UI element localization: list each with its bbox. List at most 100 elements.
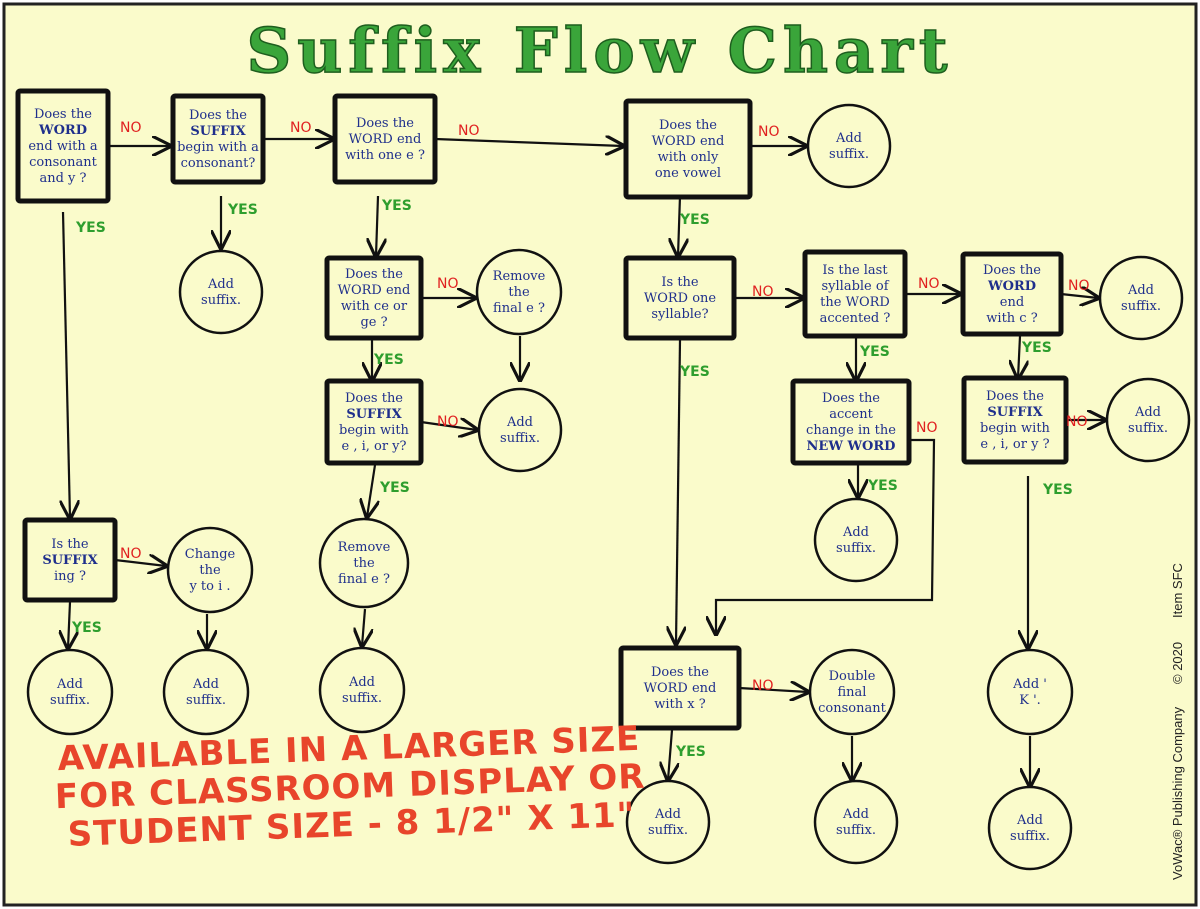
question-box <box>22 517 118 603</box>
node-text-line: final e ? <box>493 301 545 316</box>
node-text-line: Add <box>654 807 681 822</box>
action-circle <box>986 648 1074 736</box>
node-text-line: Add <box>207 277 234 292</box>
no-label: NO <box>752 284 774 300</box>
no-label: NO <box>1068 278 1090 294</box>
question-box <box>960 251 1064 337</box>
node-text-line: accent <box>829 407 873 422</box>
chart-title: Suffix Flow Chart <box>246 14 953 87</box>
yes-label: YES <box>679 364 710 380</box>
node-text-line: suffix. <box>648 823 688 838</box>
node-text-line: Add <box>348 675 375 690</box>
flow-arrow <box>376 195 378 256</box>
node-text-line: Does the <box>983 263 1041 278</box>
yes-label: YES <box>227 202 258 218</box>
no-label: NO <box>916 420 938 436</box>
flow-arrow <box>420 422 477 430</box>
node-text-line: suffix. <box>836 541 876 556</box>
node-a-add-k: Add 'K '. <box>986 648 1074 736</box>
node-text-line: e , i, or y ? <box>980 437 1049 452</box>
question-box <box>324 255 424 341</box>
no-label: NO <box>437 276 459 292</box>
node-text-line: WORD end <box>349 132 422 147</box>
node-text-line: the <box>199 563 221 578</box>
node-text-line: one vowel <box>655 166 721 181</box>
node-text-line: suffix. <box>1121 299 1161 314</box>
node-text-line: Does the <box>345 391 403 406</box>
node-text-line: WORD <box>987 279 1036 294</box>
yes-label: YES <box>679 212 710 228</box>
no-label: NO <box>437 414 459 430</box>
edges <box>63 139 1105 786</box>
node-text-line: end with a <box>28 139 98 154</box>
flow-arrow <box>678 195 680 256</box>
node-text-line: Add <box>1016 813 1043 828</box>
flow-arrow <box>63 211 70 518</box>
action-circle <box>318 646 406 734</box>
node-text-line: Does the <box>34 107 92 122</box>
yes-label: YES <box>867 478 898 494</box>
flow-arrow <box>68 601 70 648</box>
node-text-line: Does the <box>986 389 1044 404</box>
node-text-line: WORD <box>38 123 87 138</box>
flow-arrow <box>716 438 936 634</box>
yes-label: YES <box>373 352 404 368</box>
node-text-line: Add <box>56 677 83 692</box>
node-text-line: Add ' <box>1012 677 1047 692</box>
node-text-line: Does the <box>356 116 414 131</box>
node-text-line: Is the <box>51 537 89 552</box>
node-text-line: suffix. <box>50 693 90 708</box>
flow-arrow <box>668 729 672 780</box>
yes-label: YES <box>1021 340 1052 356</box>
node-text-line: consonant? <box>181 156 256 171</box>
action-circle <box>318 517 410 609</box>
flow-arrow <box>362 608 365 646</box>
action-circle <box>806 103 892 189</box>
node-text-line: suffix. <box>201 293 241 308</box>
node-text-line: WORD end <box>652 134 725 149</box>
node-text-line: Does the <box>651 665 709 680</box>
no-label: NO <box>918 276 940 292</box>
yes-label: YES <box>71 620 102 636</box>
node-text-line: K '. <box>1019 693 1041 708</box>
node-text-line: Is the <box>661 275 699 290</box>
action-circle <box>813 497 899 583</box>
action-circle <box>625 779 711 865</box>
node-text-line: Does the <box>189 108 247 123</box>
no-label: NO <box>120 120 142 136</box>
no-label: NO <box>1066 414 1088 430</box>
node-text-line: NEW WORD <box>807 439 896 454</box>
node-text-line: accented ? <box>820 311 891 326</box>
node-text-line: suffix. <box>186 693 226 708</box>
question-box <box>332 93 438 185</box>
node-text-line: suffix. <box>829 147 869 162</box>
node-text-line: consonant <box>818 701 886 716</box>
node-text-line: SUFFIX <box>346 407 402 422</box>
node-text-line: the <box>353 556 375 571</box>
node-text-line: Double <box>829 669 876 684</box>
action-circle <box>475 248 563 336</box>
action-circle <box>162 648 250 736</box>
no-label: NO <box>120 546 142 562</box>
node-text-line: end <box>1000 295 1024 310</box>
node-text-line: suffix. <box>1010 829 1050 844</box>
node-text-line: Add <box>835 131 862 146</box>
